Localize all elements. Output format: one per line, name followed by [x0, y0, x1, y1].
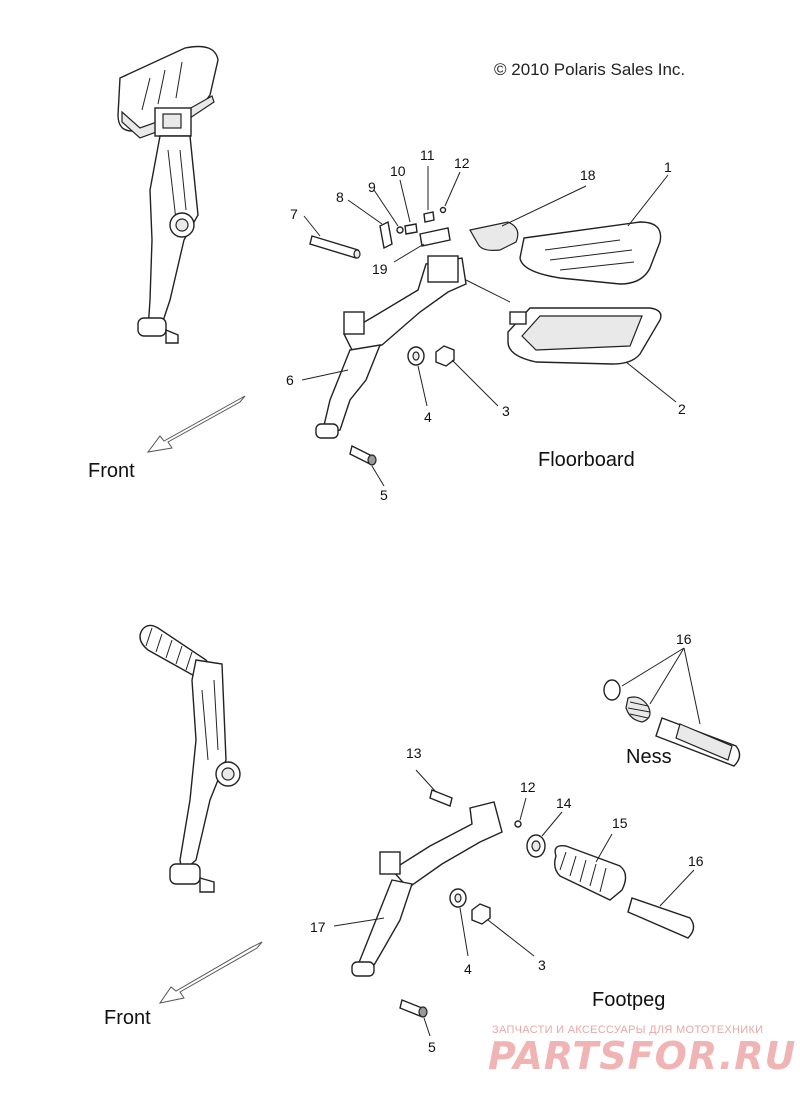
watermark-logo: PARTSFOR.RU	[488, 1034, 797, 1078]
callout-12: 12	[454, 155, 470, 171]
callout-3: 3	[502, 403, 510, 419]
copyright-notice: © 2010 Polaris Sales Inc.	[494, 60, 686, 79]
callout-13: 13	[406, 745, 422, 761]
callout-16-peg: 16	[688, 853, 704, 869]
callout-15: 15	[612, 815, 628, 831]
front-arrow-top	[146, 395, 246, 453]
front-label-bottom: Front	[104, 1007, 151, 1029]
callout-7: 7	[290, 206, 298, 222]
floorboard-leaders	[301, 166, 677, 487]
watermark-tagline: ЗАПЧАСТИ И АКСЕССУАРЫ ДЛЯ МОТОТЕХНИКИ	[492, 1024, 764, 1036]
callout-4-footpeg: 4	[464, 961, 472, 977]
callout-5: 5	[380, 487, 388, 503]
front-label-top: Front	[88, 460, 135, 482]
callout-9: 9	[368, 179, 376, 195]
ness-footpeg-parts	[603, 679, 741, 767]
footpeg-assembly-view	[139, 624, 241, 893]
footpeg-exploded	[351, 789, 695, 1018]
footpeg-leaders	[333, 647, 701, 1037]
ness-label: Ness	[626, 746, 672, 768]
callout-12-footpeg: 12	[520, 779, 536, 795]
callout-2: 2	[678, 401, 686, 417]
callout-14: 14	[556, 795, 572, 811]
callout-6: 6	[286, 372, 294, 388]
front-arrow-bottom	[158, 941, 263, 1004]
callout-8: 8	[336, 189, 344, 205]
footpeg-caption: Footpeg	[592, 989, 666, 1011]
floorboard-exploded	[309, 206, 662, 466]
callout-1: 1	[664, 159, 672, 175]
callout-16-ness: 16	[676, 631, 692, 647]
callout-10: 10	[390, 163, 406, 179]
callout-3-footpeg: 3	[538, 957, 546, 973]
floorboard-caption: Floorboard	[538, 449, 635, 471]
floorboard-assembly-view	[117, 45, 219, 344]
callout-19: 19	[372, 261, 388, 277]
callout-5-footpeg: 5	[428, 1039, 436, 1055]
callout-17: 17	[310, 919, 326, 935]
callout-11: 11	[420, 147, 435, 163]
callout-4: 4	[424, 409, 432, 425]
callout-18: 18	[580, 167, 596, 183]
